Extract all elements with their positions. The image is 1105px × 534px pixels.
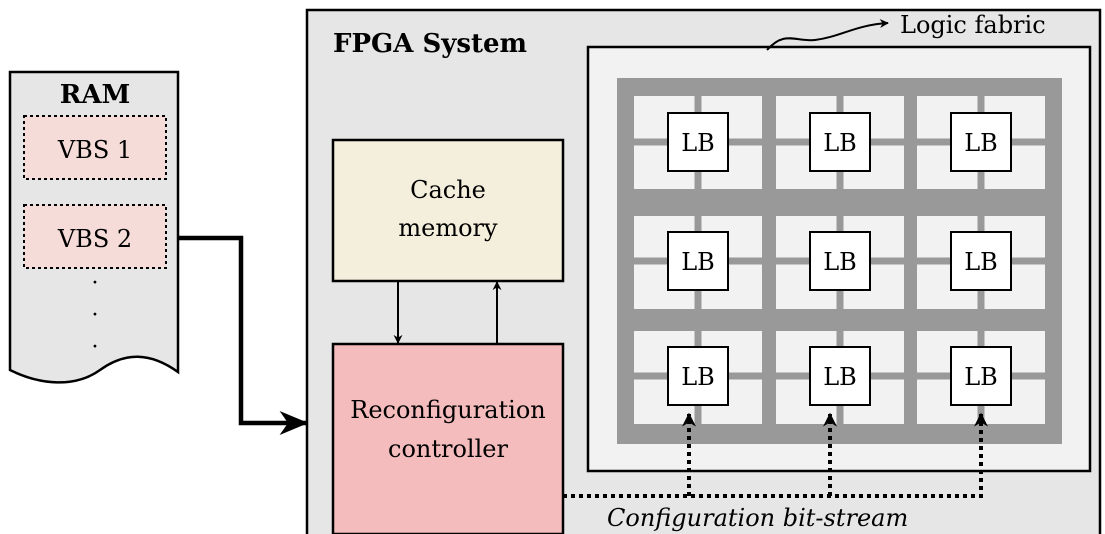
ram-title: RAM xyxy=(60,80,131,110)
bitstream-routing xyxy=(563,412,988,498)
logic-fabric-label: Logic fabric xyxy=(900,11,1046,39)
logic-block-5: LB xyxy=(776,216,904,309)
ram-block: RAM VBS 1 VBS 2 · · · xyxy=(8,70,180,384)
logic-block-8: LB xyxy=(776,331,904,424)
bitstream-label: Configuration bit-stream xyxy=(607,504,908,532)
vbs-2-box xyxy=(23,204,167,269)
logic-block-7: LB xyxy=(634,331,762,424)
vbs-2-label: VBS 2 xyxy=(57,225,132,253)
fpga-system-title: FPGA System xyxy=(333,29,527,59)
cache-memory-label-line2: memory xyxy=(398,214,498,242)
lb-label: LB xyxy=(964,129,998,157)
lb-label: LB xyxy=(964,363,998,391)
logic-block-1: LB xyxy=(634,96,762,189)
logic-block-4: LB xyxy=(634,216,762,309)
ram-ellipsis-1: · xyxy=(92,271,99,296)
lb-label: LB xyxy=(823,363,857,391)
ram-ellipsis-2: · xyxy=(92,303,99,328)
ram-ellipsis-3: · xyxy=(92,335,99,360)
logic-block-9: LB xyxy=(917,331,1045,424)
lb-label: LB xyxy=(964,248,998,276)
controller-label-line2: controller xyxy=(388,435,508,463)
cache-memory-box xyxy=(331,138,565,283)
logic-block-3: LB xyxy=(917,96,1045,189)
lb-label: LB xyxy=(823,129,857,157)
lb-label: LB xyxy=(681,129,715,157)
logic-block-6: LB xyxy=(917,216,1045,309)
vbs-to-controller-arrow xyxy=(178,235,309,435)
lb-label: LB xyxy=(823,248,857,276)
controller-label-line1: Reconfiguration xyxy=(350,396,545,424)
vbs-1-label: VBS 1 xyxy=(57,136,132,164)
logic-block-2: LB xyxy=(776,96,904,189)
reconfiguration-controller-box xyxy=(331,342,565,534)
vbs-1-box xyxy=(23,115,167,180)
bitstream-main-line xyxy=(563,412,988,498)
lb-label: LB xyxy=(681,248,715,276)
cache-memory-label-line1: Cache xyxy=(410,176,486,204)
logic-fabric-pointer xyxy=(766,19,889,51)
lb-label: LB xyxy=(681,363,715,391)
